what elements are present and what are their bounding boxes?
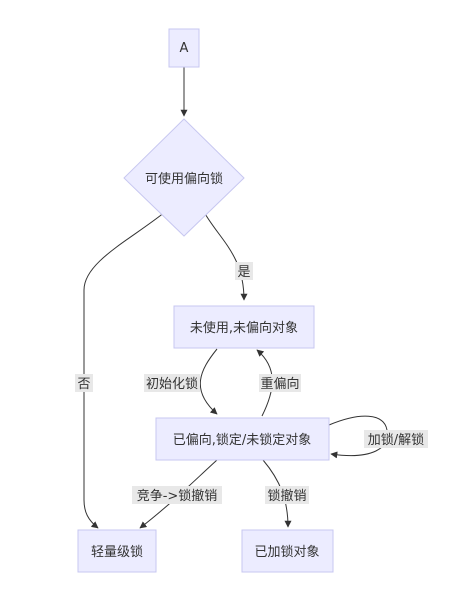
edge-label-init-lock: 初始化锁	[144, 374, 200, 392]
edge-label-revoke: 锁撤销	[265, 486, 309, 504]
edge-label-init-lock-text: 初始化锁	[146, 376, 198, 392]
edge-label-no-text: 否	[77, 377, 90, 392]
edge-label-lock-unlock: 加锁/解锁	[364, 430, 428, 448]
node-unbiased-label: 未使用,未偏向对象	[190, 320, 298, 336]
edge-label-revoke-text: 锁撤销	[267, 488, 306, 504]
edge-label-no: 否	[75, 374, 93, 392]
node-biased-label: 已偏向,锁定/未锁定对象	[173, 432, 312, 448]
node-locked-object-label: 已加锁对象	[254, 544, 319, 560]
node-can-use-biased-label: 可使用偏向锁	[145, 171, 223, 187]
node-locked-object: 已加锁对象	[241, 529, 334, 573]
edge-label-contention-text: 竞争->锁撤销	[137, 488, 218, 504]
node-lightweight-label: 轻量级锁	[91, 544, 143, 560]
node-a-label: A	[180, 41, 189, 56]
edge-label-lock-unlock-text: 加锁/解锁	[368, 432, 424, 448]
node-a: A	[168, 28, 200, 68]
node-unbiased: 未使用,未偏向对象	[173, 305, 315, 349]
edge-label-yes-text: 是	[237, 265, 250, 280]
node-biased: 已偏向,锁定/未锁定对象	[155, 417, 330, 461]
node-lightweight: 轻量级锁	[77, 529, 157, 573]
edge-label-rebias-text: 重偏向	[260, 376, 299, 392]
edge-init-lock	[199, 348, 218, 415]
edge-no	[83, 211, 166, 529]
node-can-use-biased-decision: 可使用偏向锁	[123, 118, 245, 237]
edge-label-contention: 竞争->锁撤销	[132, 486, 222, 504]
edge-yes	[203, 211, 248, 301]
edge-label-yes: 是	[235, 262, 253, 280]
edge-label-rebias: 重偏向	[259, 374, 301, 392]
